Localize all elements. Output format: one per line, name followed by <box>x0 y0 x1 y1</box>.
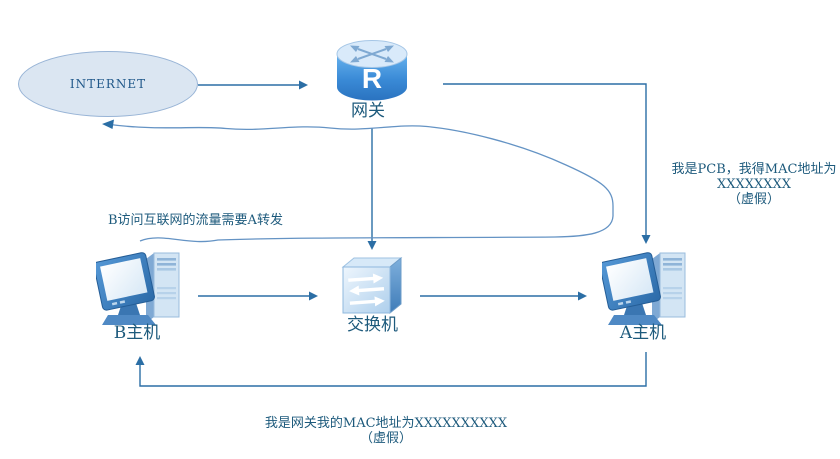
switch-label: 交换机 <box>347 315 398 335</box>
note-pcb-line3: （虚假） <box>727 192 780 207</box>
host-a-label: A主机 <box>619 323 667 343</box>
host-b-label: B主机 <box>113 323 161 343</box>
host-a-icon <box>602 252 686 325</box>
note-pcb-line2: XXXXXXXX <box>716 177 792 192</box>
host-b-icon <box>96 252 180 325</box>
connector-gateway-to-host-a <box>443 83 651 244</box>
connector-host-b-to-internet-curve <box>102 119 614 243</box>
switch-arrows <box>348 273 385 307</box>
pc-monitor <box>96 252 155 311</box>
connector-switch-to-host-a <box>420 291 587 301</box>
router-letter: R <box>362 63 382 94</box>
note-gateway-line2: （虚假） <box>359 431 412 446</box>
connector-host-b-to-switch <box>198 291 318 301</box>
gateway-label: 网关 <box>351 101 385 121</box>
pc-monitor <box>602 252 661 311</box>
note-b-traffic: B访问互联网的流量需要A转发 <box>108 213 283 228</box>
internet-cloud: INTERNET <box>18 51 198 117</box>
note-pcb-line1: 我是PCB，我得MAC地址为 <box>671 162 837 177</box>
connector-internet-to-gateway <box>198 80 308 90</box>
connector-gateway-to-switch <box>367 128 377 250</box>
router-icon: R <box>336 40 408 101</box>
note-gateway-line1: 我是网关我的MAC地址为XXXXXXXXXX <box>264 416 508 431</box>
connector-host-a-to-host-b-bottom <box>135 352 647 387</box>
router-routing-arrows <box>350 45 394 63</box>
note-pcb: 我是PCB，我得MAC地址为 XXXXXXXX （虚假） <box>654 162 840 207</box>
switch-icon <box>341 256 403 315</box>
internet-label: INTERNET <box>69 77 147 91</box>
note-gateway: 我是网关我的MAC地址为XXXXXXXXXX （虚假） <box>236 416 536 446</box>
